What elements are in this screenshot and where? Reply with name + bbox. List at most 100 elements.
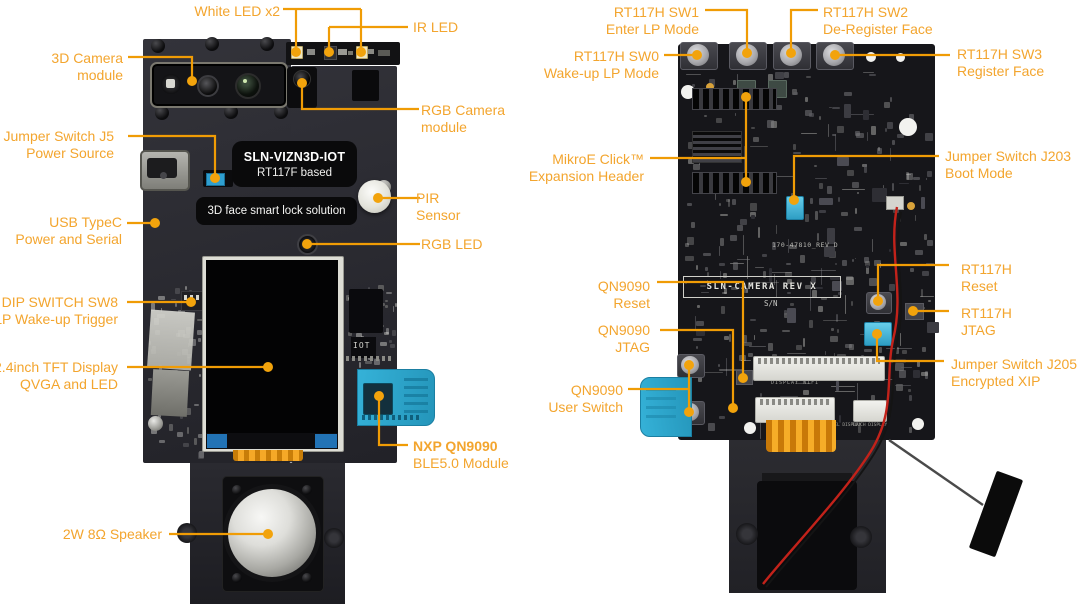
pcb-component-noise	[863, 110, 869, 120]
pcb-component-noise	[869, 278, 877, 286]
touch-connector	[853, 400, 887, 422]
ir-projector-window	[166, 79, 175, 88]
callout-text: 2W 8Ω Speaker	[62, 526, 162, 542]
pcb-component-noise	[818, 183, 824, 190]
ble-antenna-trace	[404, 374, 428, 418]
callout-text: 3D Camera	[51, 50, 123, 66]
pcb-component-noise	[388, 340, 393, 344]
pcb-component-noise	[901, 349, 908, 354]
pcb-component-noise	[898, 182, 909, 185]
fiducial	[706, 83, 714, 91]
ble-back-trace	[646, 388, 676, 424]
pcb-component-noise	[389, 344, 395, 348]
pcb-component-noise	[746, 256, 749, 280]
wire-connector	[886, 196, 904, 210]
pcb-component-noise	[912, 370, 921, 378]
pcb-component-noise	[686, 236, 695, 246]
pcb-component-noise	[758, 226, 760, 238]
pcb-component-noise	[776, 175, 796, 178]
callout-pir: PIR Sensor	[416, 190, 460, 224]
callout-text: module	[77, 67, 123, 83]
pcb-component-noise	[811, 269, 836, 272]
callout-text: USB TypeC	[49, 214, 122, 230]
callout-qn-reset: QN9090 Reset	[598, 278, 650, 312]
pcb-component-noise	[895, 347, 900, 355]
pcb-component-noise	[851, 181, 860, 188]
pcb-component-noise	[862, 72, 875, 74]
pcb-component-noise	[743, 341, 752, 346]
callout-text: module	[421, 119, 467, 135]
callout-white-led: White LED x2	[194, 3, 280, 20]
pcb-component-noise	[913, 176, 920, 181]
callout-qn-jtag: QN9090 JTAG	[598, 322, 650, 356]
pcb-component-noise	[187, 427, 190, 434]
pcb-component-noise	[383, 331, 389, 335]
pcb-component-noise	[770, 121, 778, 128]
pcb-component-noise	[856, 132, 864, 138]
ble-pads	[362, 415, 420, 420]
callout-text: Register Face	[957, 63, 1045, 79]
camera-lens	[197, 75, 219, 97]
connector-pins	[760, 399, 830, 405]
pcb-component-noise	[900, 241, 907, 247]
pcb-component-noise	[809, 113, 814, 117]
pcb-component-noise	[753, 335, 756, 340]
callout-text: Power and Serial	[15, 231, 122, 247]
pcb-component-noise	[198, 373, 201, 378]
pcb-component-noise	[159, 439, 165, 444]
tft-pcb-edge	[315, 434, 337, 448]
pcb-component-noise	[892, 182, 894, 192]
pcb-component-noise	[175, 287, 180, 295]
tft-display-screen	[206, 260, 338, 433]
pcb-component-noise	[706, 271, 709, 278]
screw-icon	[155, 106, 169, 120]
shield-can	[150, 369, 190, 417]
callout-text: LP Wake-up Trigger	[0, 311, 118, 327]
screw-icon	[151, 39, 165, 53]
pcb-component-noise	[703, 252, 712, 256]
pcb-component-noise	[196, 330, 203, 336]
pcb-component-noise	[766, 120, 774, 128]
pcb-component-noise	[685, 242, 689, 248]
pcb-component-noise	[743, 146, 745, 175]
callout-text: RT117H SW2	[823, 4, 909, 20]
pcb-component-noise	[392, 306, 395, 313]
pcb-component-noise	[151, 303, 155, 311]
rgb-led	[297, 234, 318, 255]
pcb-component-noise	[899, 369, 906, 378]
pcb-component-noise	[148, 377, 152, 381]
white-led	[356, 46, 368, 59]
pcb-component-noise	[394, 303, 397, 308]
led-strip-part	[307, 49, 315, 55]
pcb-component-noise	[877, 147, 883, 154]
pcb-component-noise	[749, 146, 769, 148]
pcb-component-noise	[736, 225, 744, 231]
pcb-component-noise	[835, 380, 839, 392]
pcb-component-noise	[786, 307, 796, 323]
antenna-cable	[888, 439, 984, 506]
pcb-component-noise	[384, 300, 388, 302]
pcb-component-noise	[793, 151, 802, 154]
badge-subtitle: RT117F based	[256, 166, 332, 179]
pcb-component-noise	[885, 347, 913, 349]
pcb-component-noise	[808, 319, 814, 328]
pcb-component-noise	[168, 424, 174, 431]
callout-usb: USB TypeC Power and Serial	[15, 214, 122, 248]
screw-icon	[205, 37, 219, 51]
flex-cable-back	[766, 420, 836, 452]
badge-title: SLN-VIZN3D-IOT	[243, 149, 346, 164]
pcb-component-noise	[846, 276, 854, 285]
pcb-component-noise	[836, 329, 840, 334]
pcb-component-noise	[848, 113, 874, 115]
callout-text: Sensor	[416, 207, 461, 223]
pcb-component-noise	[888, 283, 895, 292]
pcb-component-noise	[907, 388, 911, 392]
pcb-component-noise	[793, 92, 799, 95]
pcb-component-noise	[802, 390, 809, 395]
pcb-component-noise	[871, 188, 887, 203]
pcb-component-noise	[804, 97, 808, 103]
pcb-component-noise	[829, 335, 838, 342]
speaker-back	[757, 481, 857, 590]
pcb-component-noise	[175, 302, 177, 307]
callout-text: Jumper Switch J203	[945, 148, 1072, 164]
